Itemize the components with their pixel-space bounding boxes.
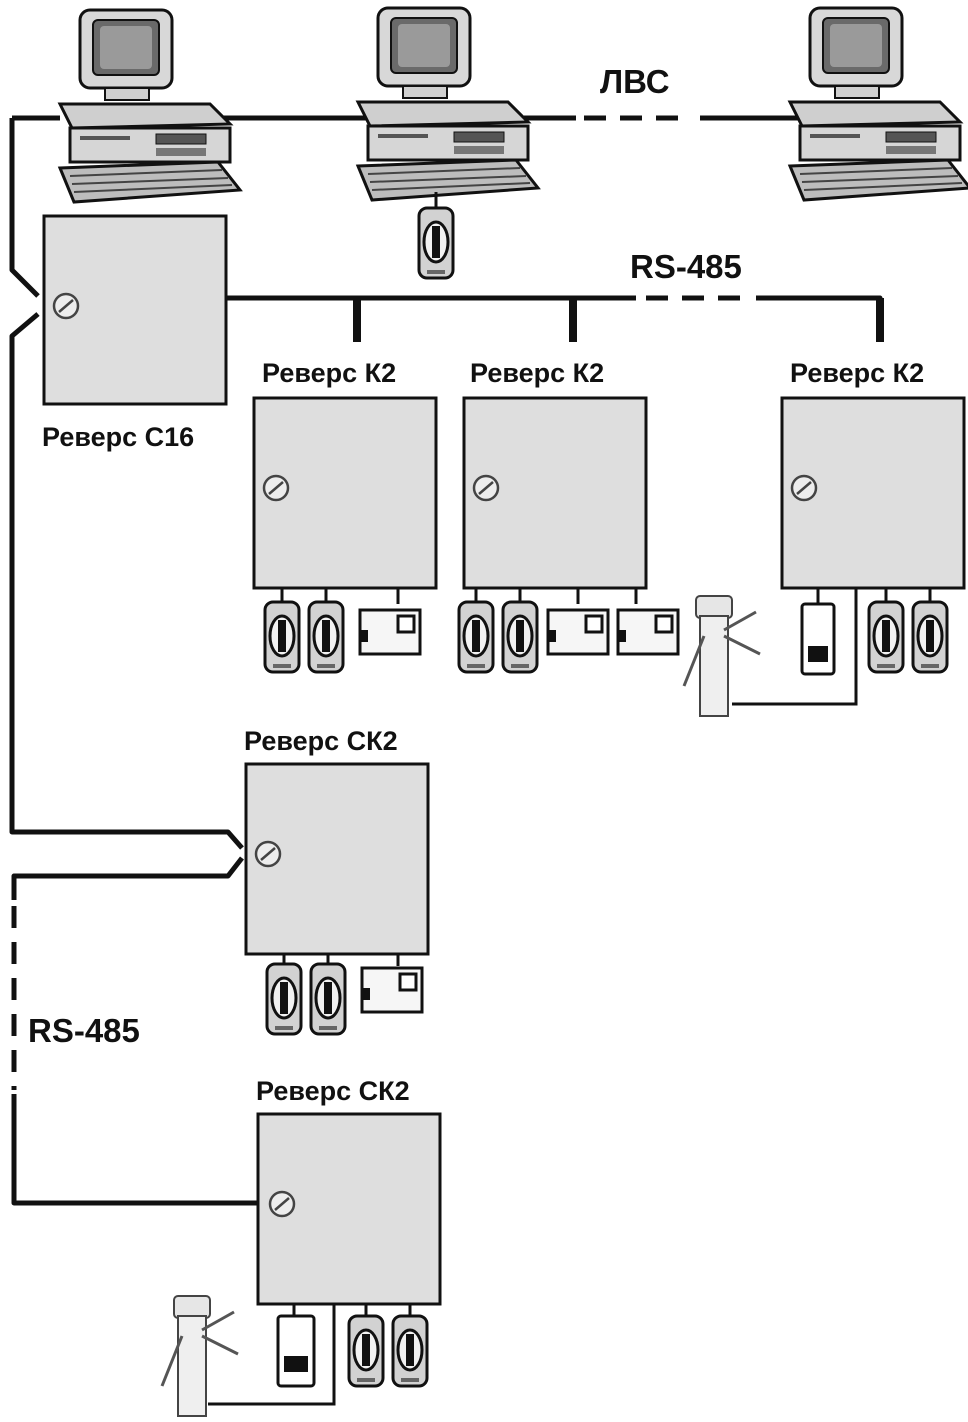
- screw-icon: [52, 292, 80, 320]
- controller-ck2-2[interactable]: [256, 1112, 442, 1306]
- controller-k2-2[interactable]: [462, 396, 648, 590]
- computer-icon[interactable]: [356, 6, 540, 202]
- card-reader-icon: [309, 962, 347, 1036]
- controller-k2-3[interactable]: [780, 396, 966, 590]
- card-reader-icon: [867, 600, 905, 674]
- controller-box[interactable]: [244, 762, 430, 956]
- card-reader-icon: [417, 206, 455, 280]
- card-reader-icon: [457, 600, 495, 674]
- controller-k2-1-label: Реверс К2: [262, 358, 396, 388]
- controller-ck2-1[interactable]: [244, 762, 430, 956]
- controller-k2-3-label: Реверс К2: [790, 358, 924, 388]
- card-reader-icon: [391, 1314, 429, 1388]
- controller-ck2-1-label: Реверс СК2: [244, 726, 398, 756]
- screw-icon: [268, 1190, 296, 1218]
- turnstile-icon: [160, 1294, 240, 1418]
- controller-k2-2-label: Реверс К2: [470, 358, 604, 388]
- controller-c16-label: Реверс С16: [42, 422, 194, 452]
- computer-icon[interactable]: [788, 6, 968, 202]
- controller-ck2-2-label: Реверс СК2: [256, 1076, 410, 1106]
- k2-2-peripherals: [457, 588, 680, 674]
- controller-box[interactable]: [780, 396, 966, 590]
- turnstile-reader-icon: [276, 1314, 316, 1388]
- controller-k2-1[interactable]: [252, 396, 438, 590]
- card-reader-icon: [307, 600, 345, 674]
- k2-3-peripherals: [682, 588, 949, 718]
- lock-icon: [360, 966, 424, 1014]
- controller-c16[interactable]: [42, 214, 228, 406]
- card-reader-icon: [347, 1314, 385, 1388]
- lock-icon: [358, 608, 422, 656]
- computer-icon[interactable]: [58, 8, 242, 204]
- card-reader-icon: [911, 600, 949, 674]
- rs485-top-label: RS-485: [630, 248, 742, 285]
- screw-icon: [790, 474, 818, 502]
- ck2-1-peripherals: [265, 954, 424, 1036]
- turnstile-reader-icon: [800, 602, 836, 676]
- rs485-top-bus: [226, 295, 884, 342]
- lock-icon: [616, 608, 680, 656]
- lock-icon: [546, 608, 610, 656]
- screw-icon: [472, 474, 500, 502]
- turnstile-icon: [682, 594, 762, 718]
- card-reader-icon: [265, 962, 303, 1036]
- card-reader-icon: [501, 600, 539, 674]
- left-trunk-lines: [9, 118, 262, 1206]
- screw-icon: [262, 474, 290, 502]
- k2-1-peripherals: [263, 588, 422, 674]
- ck2-2-peripherals: [160, 1294, 429, 1418]
- card-reader-icon: [263, 600, 301, 674]
- lan-label: ЛВС: [600, 63, 670, 100]
- screw-icon: [254, 840, 282, 868]
- rs485-left-label: RS-485: [28, 1012, 140, 1049]
